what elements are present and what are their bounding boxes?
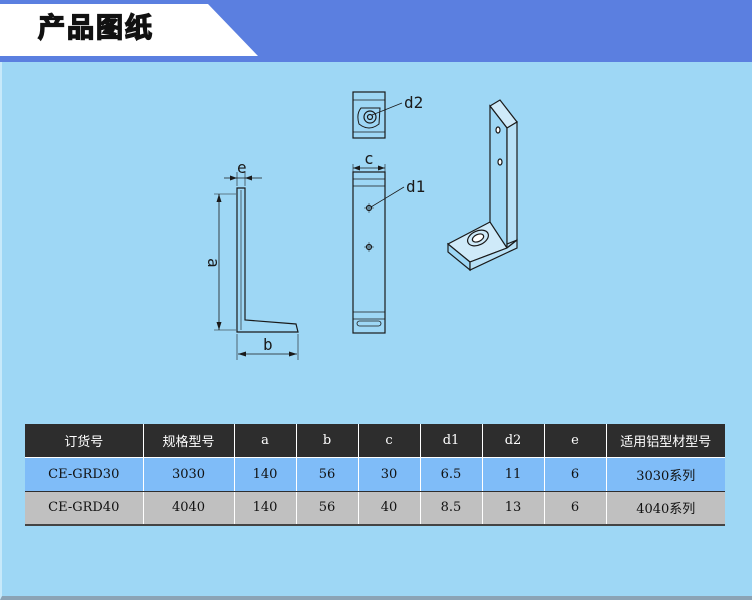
table-row: CE-GRD30 3030 140 56 30 6.5 11 6 3030系列 [25, 457, 725, 492]
dim-c-label: c [364, 149, 374, 168]
cell-a: 140 [234, 491, 297, 526]
cell-order-no: CE-GRD30 [25, 457, 144, 492]
header-order-no: 订货号 [25, 424, 144, 458]
header-spec-model: 规格型号 [143, 424, 235, 458]
header-a: a [234, 424, 297, 458]
dim-e-label: e [237, 158, 247, 177]
d2-hole [363, 110, 377, 124]
table-header-row: 订货号 规格型号 a b c d1 d2 e 适用铝型材型号 [25, 424, 725, 458]
table-row: CE-GRD40 4040 140 56 40 8.5 13 6 4040系列 [25, 491, 725, 526]
dim-b-label: b [263, 335, 273, 354]
spec-table: 订货号 规格型号 a b c d1 d2 e 适用铝型材型号 CE-GRD30 … [25, 424, 725, 526]
cell-d1: 6.5 [420, 457, 483, 492]
header-d1: d1 [420, 424, 483, 458]
cell-profile-series: 4040系列 [606, 491, 725, 526]
header-profile-series: 适用铝型材型号 [606, 424, 725, 458]
front-view-outline [352, 171, 386, 334]
cell-c: 40 [358, 491, 421, 526]
cell-d2: 13 [482, 491, 545, 526]
cell-a: 140 [234, 457, 297, 492]
cell-e: 6 [544, 457, 607, 492]
d2-leader [371, 102, 403, 116]
cell-spec-model: 3030 [143, 457, 235, 492]
cell-b: 56 [296, 491, 359, 526]
page-title: 产品图纸 [37, 13, 154, 44]
d2-label: d2 [404, 93, 423, 112]
header-e: e [544, 424, 607, 458]
cell-e: 6 [544, 491, 607, 526]
header-b: b [296, 424, 359, 458]
cell-d2: 11 [482, 457, 545, 492]
d1-label: d1 [406, 177, 425, 196]
side-view-outline [236, 187, 299, 333]
dim-a-label: a [204, 258, 223, 268]
technical-drawing: a b c e d1 d2 [0, 62, 752, 392]
header-d2: d2 [482, 424, 545, 458]
header-c: c [358, 424, 421, 458]
title-tab [0, 4, 258, 56]
cell-profile-series: 3030系列 [606, 457, 725, 492]
cell-order-no: CE-GRD40 [25, 491, 144, 526]
isometric-view [446, 99, 518, 272]
cell-b: 56 [296, 457, 359, 492]
drawing-svg: a b c e d1 d2 [204, 91, 518, 360]
d1-leader [370, 186, 405, 208]
cell-c: 30 [358, 457, 421, 492]
cell-spec-model: 4040 [143, 491, 235, 526]
cell-d1: 8.5 [420, 491, 483, 526]
